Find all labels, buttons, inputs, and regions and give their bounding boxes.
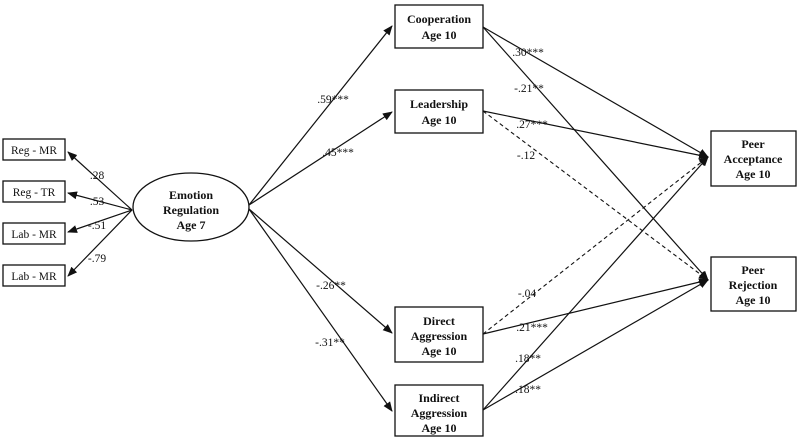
loading-coef-reg-mr: .28: [90, 170, 105, 182]
node-direct-aggression: Direct Aggression Age 10: [394, 306, 484, 363]
latent-emotion-regulation: Emotion Regulation Age 7: [132, 172, 250, 242]
latent-line-1: Emotion: [169, 188, 213, 202]
coef-cooperation-acceptance: .30***: [512, 47, 544, 59]
path-indirect-acceptance: [482, 156, 709, 411]
indicator-label: Reg - MR: [11, 145, 57, 157]
coef-er-indirect: -.31**: [315, 337, 345, 349]
indicator-reg-mr: Reg - MR: [2, 138, 66, 161]
node-acceptance-line-1: Peer: [741, 137, 765, 151]
node-leadership: Leadership Age 10: [394, 89, 484, 134]
loading-arrow-lab-mr-2: [67, 209, 133, 277]
loading-arrow-reg-mr: [67, 151, 133, 211]
loading-arrow-lab-mr-1: [67, 209, 133, 233]
node-rejection-line-1: Peer: [741, 263, 765, 277]
indicator-label: Reg - TR: [13, 187, 56, 199]
node-peer-acceptance: Peer Acceptance Age 10: [710, 130, 797, 187]
coef-er-leadership: .45***: [322, 147, 354, 159]
path-er-indirect: [248, 208, 393, 412]
node-rejection-line-3: Age 10: [736, 293, 771, 307]
node-cooperation: Cooperation Age 10: [394, 4, 484, 49]
coef-indirect-acceptance: .18**: [515, 353, 541, 365]
node-indirect-line-3: Age 10: [422, 421, 457, 435]
node-leadership-line-1: Leadership: [410, 97, 468, 111]
path-direct-rejection: [482, 278, 709, 335]
path-er-cooperation: [248, 25, 393, 206]
latent-line-3: Age 7: [177, 218, 206, 232]
node-indirect-aggression: Indirect Aggression Age 10: [394, 384, 484, 437]
latent-line-2: Regulation: [163, 203, 219, 217]
coef-leadership-acceptance: .27***: [516, 119, 548, 131]
node-direct-line-2: Aggression: [411, 329, 468, 343]
node-rejection-line-2: Rejection: [729, 278, 778, 292]
coef-cooperation-rejection: -.21**: [514, 83, 544, 95]
coef-er-direct: -.26**: [316, 280, 346, 292]
indicator-label: Lab - MR: [11, 271, 57, 283]
loading-arrow-reg-tr: [67, 191, 133, 211]
node-acceptance-line-3: Age 10: [736, 167, 771, 181]
indicator-lab-mr-1: Lab - MR: [2, 222, 66, 245]
coef-er-cooperation: .59***: [317, 94, 349, 106]
path-cooperation-acceptance: [482, 26, 709, 158]
loading-coef-lab-mr-1: -.51: [88, 220, 106, 232]
node-leadership-line-2: Age 10: [422, 113, 457, 127]
indicator-lab-mr-2: Lab - MR: [2, 264, 66, 287]
path-leadership-rejection: [482, 110, 709, 281]
path-indirect-rejection: [482, 279, 709, 411]
node-direct-line-1: Direct: [423, 314, 455, 328]
node-cooperation-line-2: Age 10: [422, 28, 457, 42]
path-er-direct: [248, 208, 393, 334]
loading-coef-reg-tr: .53: [90, 196, 105, 208]
node-acceptance-line-2: Acceptance: [724, 152, 783, 166]
node-direct-line-3: Age 10: [422, 344, 457, 358]
node-indirect-line-2: Aggression: [411, 406, 468, 420]
indicator-label: Lab - MR: [11, 229, 57, 241]
node-cooperation-line-1: Cooperation: [407, 12, 471, 26]
path-direct-acceptance: [482, 156, 709, 335]
coef-direct-acceptance: -.04: [518, 288, 536, 300]
indicator-reg-tr: Reg - TR: [2, 180, 66, 203]
coef-indirect-rejection: .18**: [515, 384, 541, 396]
node-indirect-line-1: Indirect: [418, 391, 459, 405]
path-cooperation-rejection: [482, 26, 709, 281]
path-leadership-acceptance: [482, 110, 709, 160]
coef-direct-rejection: .21***: [516, 322, 548, 334]
coef-leadership-rejection: -.12: [517, 150, 535, 162]
node-peer-rejection: Peer Rejection Age 10: [710, 256, 797, 312]
path-er-leadership: [248, 111, 393, 206]
loading-coef-lab-mr-2: -.79: [88, 253, 106, 265]
